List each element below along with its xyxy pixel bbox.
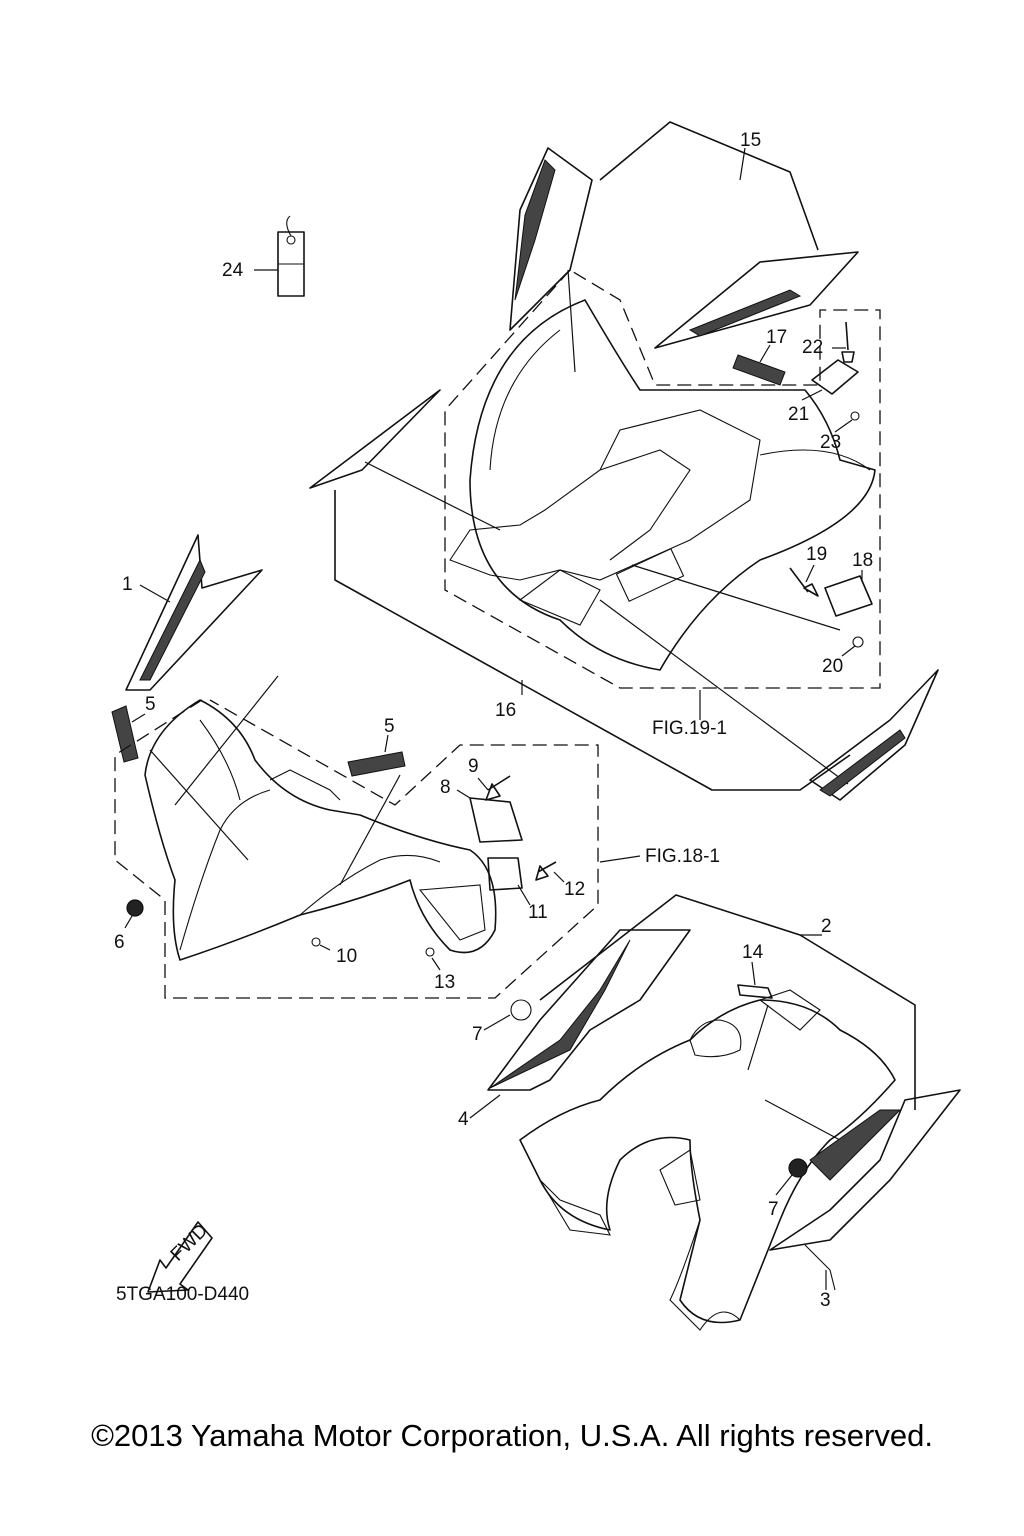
callout-5-right: 5 — [384, 716, 395, 737]
callout-13: 13 — [434, 972, 455, 993]
callout-4: 4 — [458, 1109, 469, 1130]
callout-17: 17 — [766, 327, 787, 348]
part-21-plate — [801, 359, 859, 401]
part-17-yamaha-decal — [732, 344, 786, 386]
part-5-yamaha-decal-left — [111, 705, 146, 763]
part-2-side-cover — [519, 894, 916, 1331]
callout-8: 8 — [440, 777, 451, 798]
callout-10: 10 — [336, 946, 357, 967]
part-4-side-decal — [469, 929, 691, 1119]
callout-3: 3 — [820, 1290, 831, 1311]
fwd-label: FWD — [167, 1220, 212, 1265]
part-8-plate — [456, 789, 523, 843]
part-6-grommet — [124, 899, 144, 929]
callout-22: 22 — [802, 337, 823, 358]
callout-19: 19 — [806, 544, 827, 565]
callout-9: 9 — [468, 756, 479, 777]
callout-18: 18 — [852, 550, 873, 571]
part-1-front-decal — [125, 534, 263, 691]
part-24-caution-tag — [254, 215, 305, 297]
part-22-rivet — [832, 321, 855, 363]
part-7-grommet-right — [775, 1158, 808, 1196]
fig-18-1-ref: FIG.18-1 — [645, 846, 720, 867]
part-19-rivet — [789, 564, 819, 597]
part-23-washer — [834, 411, 860, 433]
copyright-notice: ©2013 Yamaha Motor Corporation, U.S.A. A… — [91, 1418, 933, 1453]
callout-21: 21 — [788, 404, 809, 425]
leader-15 — [739, 147, 746, 181]
callout-7-left: 7 — [472, 1024, 483, 1045]
part-20-washer — [841, 636, 864, 657]
leader-fig18 — [599, 855, 641, 863]
callout-24: 24 — [222, 260, 244, 281]
callout-7-right: 7 — [768, 1199, 779, 1220]
callout-14: 14 — [742, 942, 764, 963]
part-16-rear-fender — [309, 269, 939, 801]
fig-19-1-ref: FIG.19-1 — [652, 718, 727, 739]
front-fender-assembly — [114, 675, 599, 999]
part-14-decal — [737, 961, 773, 999]
callout-15: 15 — [740, 130, 761, 151]
callout-16: 16 — [495, 700, 516, 721]
part-15-rear-decal — [509, 121, 859, 349]
callout-23: 23 — [820, 432, 841, 453]
callout-6: 6 — [114, 932, 125, 953]
callout-2: 2 — [821, 916, 832, 937]
callout-20: 20 — [822, 656, 843, 677]
part-18-plate — [824, 570, 873, 617]
part-9-rivet — [477, 775, 511, 801]
part-10-washer — [311, 937, 331, 951]
callout-12: 12 — [564, 879, 585, 900]
callout-1: 1 — [122, 574, 133, 595]
part-7-grommet-left — [483, 999, 532, 1031]
part-3-side-decal — [769, 1089, 961, 1291]
fwd-direction-arrow: FWD — [147, 1220, 213, 1293]
part-5-yamaha-decal-right — [347, 734, 406, 777]
part-11-plate — [487, 857, 531, 906]
part-13-washer — [425, 947, 441, 971]
diagram-code: 5TGA100-D440 — [116, 1284, 249, 1305]
callout-11: 11 — [528, 902, 548, 923]
callout-5-left: 5 — [145, 694, 156, 715]
part-12-rivet — [535, 861, 565, 883]
